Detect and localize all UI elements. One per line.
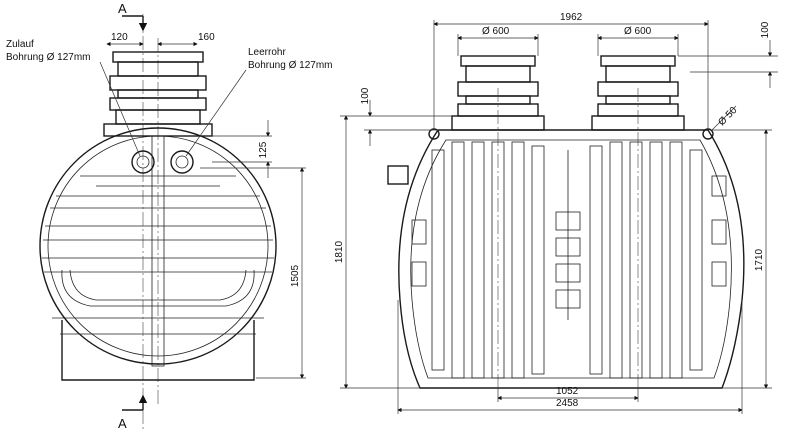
side-body-outline	[398, 129, 745, 389]
side-inlet-stub	[387, 165, 409, 185]
vent-label-2: Bohrung Ø 127mm	[248, 60, 333, 71]
dim-riser-right: 100	[760, 21, 771, 38]
dim-riser-left: 100	[360, 87, 371, 104]
dim-total-length: 2458	[556, 398, 579, 409]
dim-vent-offset: 160	[198, 32, 215, 43]
dim-vent-hole: Ø 50	[716, 105, 739, 128]
cross-section-view: A A	[6, 1, 333, 431]
vent-leader	[185, 69, 247, 157]
dim-pipe-drop: 125	[258, 141, 269, 158]
tank-body-circle	[39, 127, 277, 365]
inner-ribs	[42, 135, 274, 367]
dim-inlet-offset: 120	[111, 32, 128, 43]
dim-body-height: 1710	[754, 248, 765, 271]
section-marker-bottom: A	[118, 416, 127, 431]
inlet-leader	[99, 61, 141, 157]
dim-pipe-height: 1505	[290, 264, 301, 287]
dim-overall-top: 1962	[560, 12, 583, 23]
vent-hole-leader	[711, 105, 737, 131]
tank-base	[61, 320, 255, 381]
inlet-label-1: Zulauf	[6, 39, 34, 50]
dim-dome-left: Ø 600	[482, 26, 510, 37]
inlet-label-2: Bohrung Ø 127mm	[6, 52, 91, 63]
section-marker-top: A	[118, 1, 127, 16]
dim-foot-width: 1052	[556, 386, 579, 397]
dim-total-height: 1810	[334, 240, 345, 263]
dim-dome-right: Ø 600	[624, 26, 652, 37]
vent-pipe	[170, 150, 194, 174]
side-corrugations	[411, 141, 727, 379]
left-dome	[451, 55, 545, 131]
vent-label-1: Leerrohr	[248, 47, 286, 58]
inlet-pipe	[131, 150, 155, 174]
side-view: 1962 Ø 600 Ø 600 100 100 Ø 50 1810	[334, 12, 778, 414]
